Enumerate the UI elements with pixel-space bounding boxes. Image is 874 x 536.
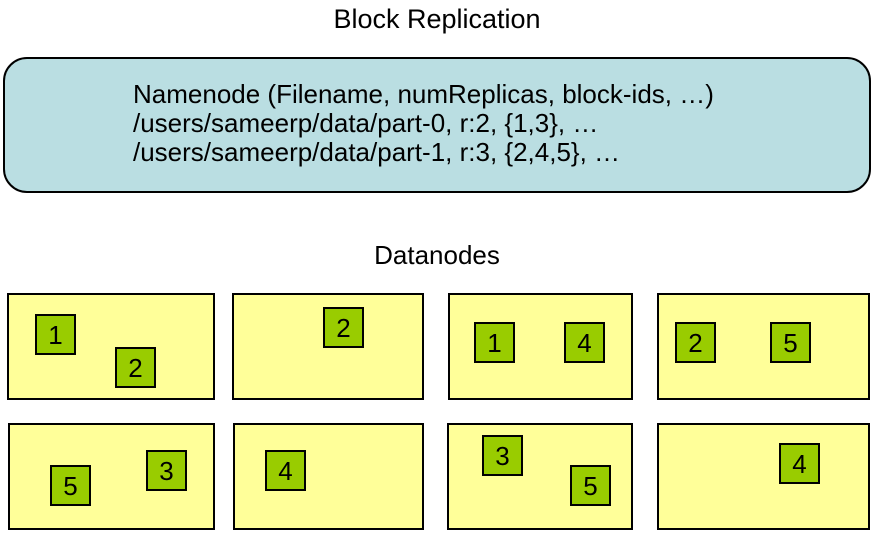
datanode-box-8: 4 — [657, 423, 870, 530]
namenode-file-entry-part0: /users/sameerp/data/part-0, r:2, {1,3}, … — [133, 108, 599, 138]
block-4: 4 — [265, 450, 306, 491]
block-2: 2 — [115, 347, 156, 388]
block-5: 5 — [770, 322, 811, 363]
namenode-file-entry-part1: /users/sameerp/data/part-1, r:3, {2,4,5}… — [133, 137, 621, 167]
namenode-text: Namenode (Filename, numReplicas, block-i… — [133, 80, 714, 167]
datanodes-title: Datanodes — [374, 240, 500, 270]
block-5: 5 — [570, 465, 611, 506]
block-4: 4 — [779, 443, 820, 484]
datanode-box-2: 2 — [232, 293, 424, 400]
block-1: 1 — [474, 322, 515, 363]
namenode-box: Namenode (Filename, numReplicas, block-i… — [3, 57, 871, 193]
page-title: Block Replication — [333, 4, 541, 34]
block-1: 1 — [35, 314, 76, 355]
block-3: 3 — [146, 450, 187, 491]
block-2: 2 — [323, 307, 364, 348]
block-3: 3 — [482, 435, 523, 476]
block-5: 5 — [50, 465, 91, 506]
namenode-header-line: Namenode (Filename, numReplicas, block-i… — [133, 79, 714, 109]
block-2: 2 — [675, 322, 716, 363]
datanode-box-6: 4 — [233, 423, 424, 530]
block-4: 4 — [564, 322, 605, 363]
